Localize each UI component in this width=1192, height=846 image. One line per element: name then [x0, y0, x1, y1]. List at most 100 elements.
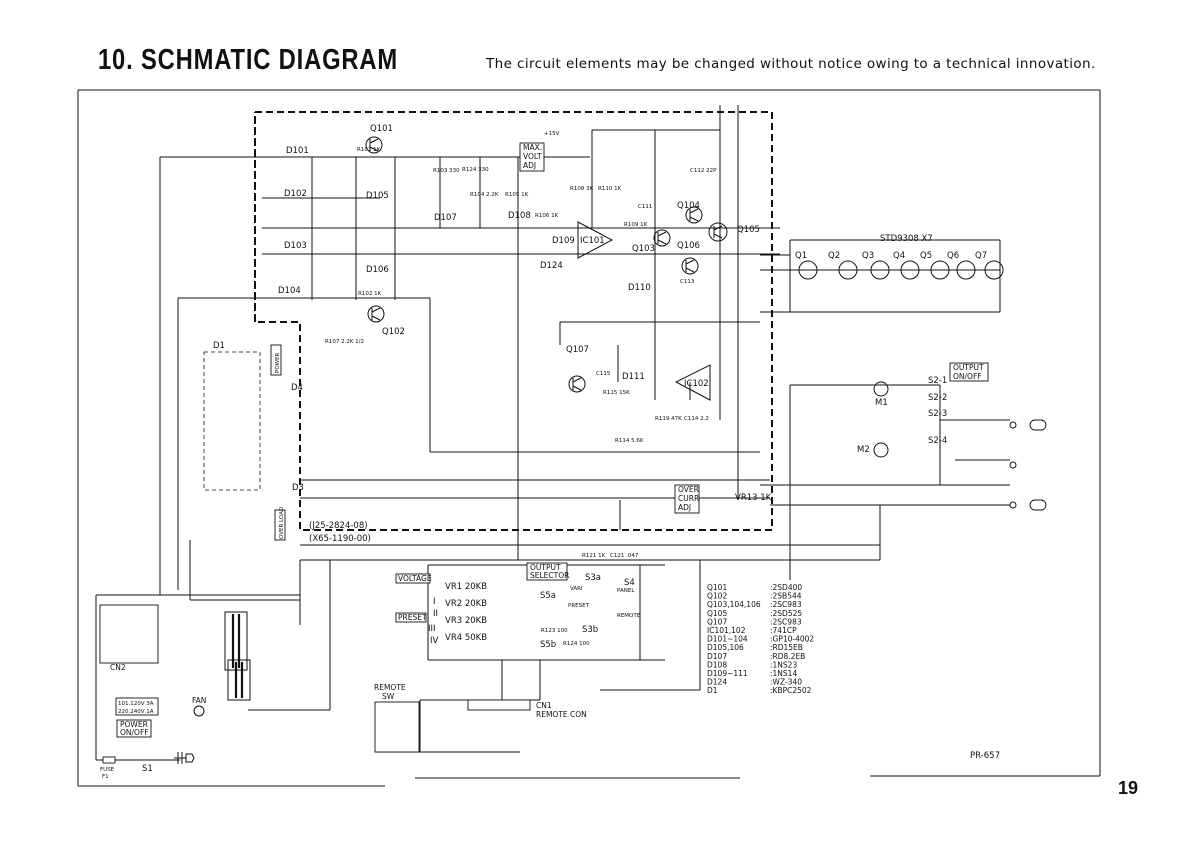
parts-list-ref: Q102 [707, 592, 727, 601]
component-ref-label: VR3 20KB [445, 616, 487, 626]
bus-15v-label: +15V [544, 131, 560, 137]
component-ref-label: R107 2.2K 1/2 [325, 339, 364, 345]
pcb-outline [254, 111, 773, 531]
max-volt-adj-line3: ADJ [523, 161, 536, 170]
switch-s1-label: S1 [142, 764, 153, 774]
component-ref-label: R104 2.2K [470, 192, 499, 198]
preset-box [395, 612, 427, 623]
component-ref-label: IC101 [580, 236, 605, 246]
cn2-label: CN2 [110, 663, 126, 672]
model-code: PR-657 [970, 751, 1000, 761]
component-ref-label: C121 .047 [610, 553, 639, 559]
component-ref-label: Q2 [828, 251, 840, 261]
output-selector-line2: SELECTOR [530, 571, 569, 580]
transistor-q104 [685, 206, 703, 224]
component-ref-label: R114 5.6K [615, 438, 644, 444]
component-ref-label: D106 [366, 265, 389, 275]
component-ref-label: M1 [875, 398, 888, 408]
over-load-led-label: OVER LOAD [279, 507, 285, 539]
component-ref-label: Q107 [566, 345, 589, 355]
over-curr-adj-line2: CURR [678, 494, 699, 503]
fan-icon [193, 705, 205, 717]
component-ref-label: R124 100 [563, 641, 590, 647]
input-voltage-line2: 220,240V 1A [118, 709, 154, 715]
component-ref-label: R102 1K [358, 291, 382, 297]
remote-sw-line2: SW [382, 692, 395, 701]
power-led-box [270, 344, 282, 376]
output-transistor-array [798, 260, 1004, 280]
transistor-q105 [708, 222, 728, 242]
component-ref-label: III [428, 624, 436, 634]
transistor-q102 [367, 305, 385, 323]
component-ref-label: Q3 [862, 251, 874, 261]
fan-label: FAN [192, 696, 206, 705]
component-ref-label: C115 [596, 371, 611, 377]
component-ref-label: R101 1K [357, 147, 381, 153]
parts-list-ref: Q105 [707, 609, 727, 618]
component-ref-label: S2-2 [928, 393, 947, 403]
component-ref-label: Q5 [920, 251, 932, 261]
remote-sw-line1: REMOTE [374, 683, 406, 692]
parts-list: Q101:2SD400Q102:2SB544Q103,104,106:2SC98… [707, 583, 814, 695]
board-part-no-1: (J25-2824-08) [309, 521, 368, 531]
preset-label: PRESET [398, 613, 427, 622]
component-ref-label: S4 [624, 578, 635, 588]
fuse-f1 [102, 756, 116, 764]
output-selector-line1: OUTPUT [530, 563, 561, 572]
component-ref-label: R119 47K [655, 416, 682, 422]
component-ref-label: S5b [540, 640, 556, 650]
binding-post-minus [1029, 499, 1047, 511]
component-ref-label: R123 100 [541, 628, 568, 634]
component-ref-label: D108 [508, 211, 531, 221]
cn1-connector [467, 699, 531, 711]
output-onoff-line2: ON/OFF [953, 372, 982, 381]
component-ref-label: Q4 [893, 251, 905, 261]
parts-list-part: :RD8.2EB [770, 652, 805, 661]
component-ref-label: R105 1K [505, 192, 529, 198]
component-ref-label: S3b [582, 625, 598, 635]
parts-list-ref: Q107 [707, 617, 727, 626]
component-ref-label: D124 [540, 261, 563, 271]
component-ref-label: R109 1K [624, 222, 648, 228]
voltage-label: VOLTAGE [398, 574, 432, 583]
component-ref-label: C112 22P [690, 168, 717, 174]
input-voltage-line1: 101,120V 3A [118, 701, 154, 707]
page-heading: 10. SCHMATIC DIAGRAM [98, 44, 399, 76]
component-ref-label: S2-3 [928, 409, 947, 419]
component-ref-label: Q104 [677, 201, 700, 211]
fuse-label: FUSE [100, 767, 115, 773]
component-ref-label: IV [430, 636, 439, 646]
component-ref-label: D104 [278, 286, 301, 296]
component-ref-label: C114 2.2 [684, 416, 709, 422]
max-volt-adj-box [519, 142, 545, 172]
board-part-no-2: (X65-1190-00) [309, 534, 371, 544]
parts-list-ref: D107 [707, 652, 727, 661]
preset-small-label: PRESET [568, 603, 590, 609]
component-ref-label: D103 [284, 241, 307, 251]
component-ref-label: D1 [213, 341, 225, 351]
parts-list-part: :GP10-4002 [770, 635, 814, 644]
parts-list-ref: D1 [707, 686, 718, 695]
transistor-q103 [653, 229, 671, 247]
power-transformer-2 [227, 659, 251, 701]
component-ref-label: C111 [638, 204, 652, 210]
over-load-led-box [274, 509, 286, 541]
parts-list-part: :1NS14 [770, 669, 797, 678]
component-ref-label: VR1 20KB [445, 582, 487, 592]
component-ref-label: D101 [286, 146, 309, 156]
component-ref-label: VR13 1K [735, 493, 772, 503]
parts-list-part: :2SD525 [770, 609, 802, 618]
remote-label: REMOTE [617, 613, 641, 619]
over-curr-adj-line3: ADJ [678, 503, 691, 512]
component-ref-label: R115 15K [603, 390, 630, 396]
component-ref-label: D107 [434, 213, 457, 223]
parts-list-part: :RD15EB [770, 643, 803, 652]
component-ref-label: D102 [284, 189, 307, 199]
mains-plug-icon [174, 752, 195, 764]
binding-post-plus [1029, 419, 1047, 431]
vari-label: VARI [570, 586, 583, 592]
remote-switch-box [374, 701, 420, 753]
output-terminal-plus [1009, 421, 1017, 429]
